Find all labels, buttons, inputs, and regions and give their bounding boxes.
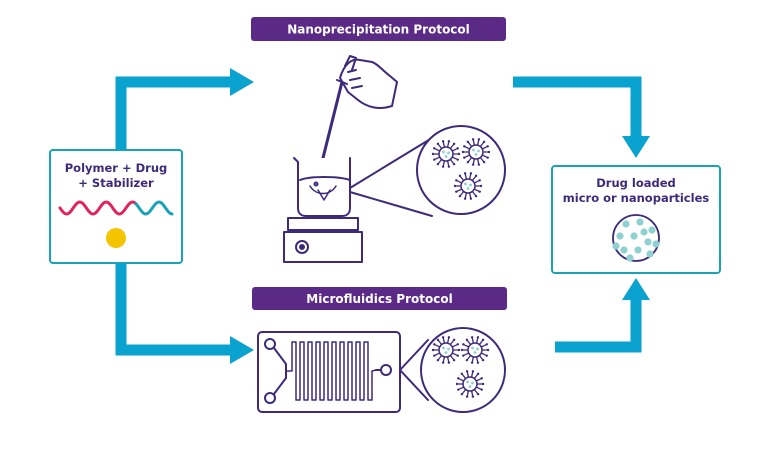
spiky-nanoparticle-icon — [431, 140, 461, 168]
spiky-nanoparticle-icon — [461, 138, 491, 166]
nanoparticle-dot — [620, 246, 628, 254]
spiky-nanoparticle-icon — [455, 370, 485, 398]
banner-microfluidics-label: Microfluidics Protocol — [306, 292, 452, 306]
arrow-heads — [230, 68, 650, 364]
arrowhead-output-top — [622, 136, 650, 158]
arrowhead-nano — [230, 68, 254, 96]
input-box-line2: + Stabilizer — [78, 176, 154, 190]
banner-nanoprecipitation: Nanoprecipitation Protocol — [251, 17, 506, 41]
input-box-line1: Polymer + Drug — [65, 161, 168, 175]
spiky-nanoparticle-icon — [460, 336, 490, 364]
nanoparticle-dot — [652, 240, 660, 248]
nanoparticle-dot — [612, 242, 620, 250]
nanoparticle-dot — [622, 220, 630, 228]
nanoparticle-dot — [626, 254, 634, 262]
output-box-line1: Drug loaded — [596, 176, 676, 190]
spiky-nanoparticle-icon — [453, 172, 483, 200]
microfluidic-chip-icon — [257, 331, 401, 413]
spiky-nanoparticle-group-bottom — [431, 336, 490, 398]
nanoparticle-dot — [648, 226, 656, 234]
nanoparticle-dot — [644, 238, 652, 246]
microfluidics-zoom-circle — [420, 327, 506, 413]
nanoparticle-dot — [636, 218, 644, 226]
nanoprecipitation-zoom-circle — [416, 125, 506, 215]
nanoparticle-dot — [640, 228, 648, 236]
polymer-chain-segment — [58, 200, 138, 216]
nanoparticle-dot — [616, 232, 624, 240]
arrow-input-to-microfluidics — [115, 263, 232, 356]
spiky-nanoparticle-group-top — [431, 138, 491, 200]
nanoparticle-cluster-icon — [612, 214, 660, 262]
banner-microfluidics: Microfluidics Protocol — [252, 287, 507, 310]
spiky-nanoparticle-icon — [431, 336, 461, 364]
output-box: Drug loaded micro or nanoparticles — [551, 165, 721, 274]
nanoparticle-dot — [634, 246, 642, 254]
input-box: Polymer + Drug + Stabilizer — [49, 149, 183, 264]
nanoparticle-dot — [630, 232, 638, 240]
nanoprecipitation-illustration — [283, 55, 506, 263]
banner-nanoprecipitation-label: Nanoprecipitation Protocol — [287, 23, 470, 37]
microfluidics-illustration — [257, 327, 506, 413]
arrowhead-output-bottom — [622, 278, 650, 300]
arrowhead-micro — [230, 336, 254, 364]
arrow-nanoprecipitation-to-output — [513, 76, 642, 138]
arrow-microfluidics-to-output — [555, 298, 642, 353]
arrow-input-to-nanoprecipitation — [115, 76, 232, 150]
drug-molecule-icon — [106, 228, 126, 248]
beaker-on-stirrer-icon — [283, 157, 363, 263]
nanoparticle-dot — [646, 250, 654, 258]
flow-arrows — [115, 76, 642, 356]
polymer-chain-segment — [134, 200, 174, 216]
gloved-hand-pipette-icon — [315, 55, 398, 183]
output-box-line2: micro or nanoparticles — [563, 191, 710, 205]
